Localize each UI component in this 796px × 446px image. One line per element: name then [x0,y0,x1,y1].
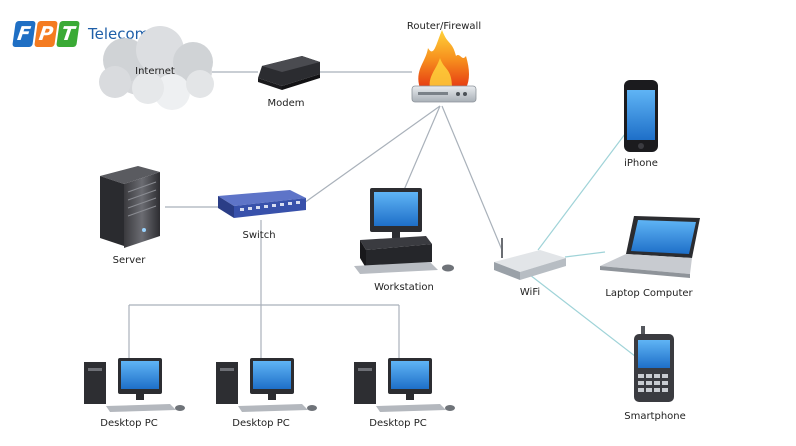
connection-lines [128,71,641,361]
server-label: Server [112,255,146,266]
desktop-pc-label-1: Desktop PC [100,418,158,429]
internet-label: Internet [135,66,175,77]
desktop-pc-icon-3 [354,358,455,412]
link-router-wifi [441,105,503,251]
link-router-workstation [403,105,441,191]
workstation-label: Workstation [374,282,434,293]
link-router-switch [303,105,441,204]
cloud-icon [99,26,214,110]
iphone-label: iPhone [624,158,658,169]
router-firewall-label: Router/Firewall [406,21,482,32]
link-wifi-smartphone [529,274,641,361]
desktop-pc-label-3: Desktop PC [369,418,427,429]
desktop-pc-icon-1 [84,358,185,412]
switch-icon [218,190,306,218]
iphone-icon [624,80,658,152]
laptop-label: Laptop Computer [605,288,693,299]
switch-label: Switch [242,230,276,241]
modem-icon [258,56,320,90]
wifi-router-icon [494,238,566,280]
desktop-pc-label-2: Desktop PC [232,418,290,429]
smartphone-icon [634,326,674,402]
desktop-pc-icon-2 [216,358,317,412]
link-wifi-laptop [564,251,606,258]
modem-label: Modem [267,98,305,109]
fpt-telecom-logo: F P T Telecom [12,16,150,52]
workstation-icon [354,188,454,274]
smartphone-label: Smartphone [624,411,686,422]
wifi-label: WiFi [519,287,541,298]
laptop-icon [600,216,700,278]
firewall-icon [411,30,477,103]
logo-text: Telecom [88,25,150,43]
link-wifi-iphone [537,129,629,251]
server-icon [100,166,160,248]
